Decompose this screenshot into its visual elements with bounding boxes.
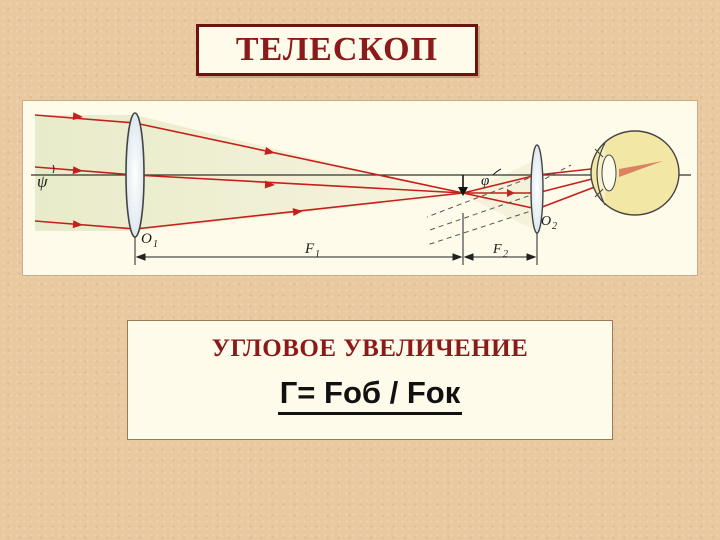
focal-objective-label: F <box>304 241 315 257</box>
objective-lens <box>125 112 145 238</box>
incoming-rays <box>34 114 136 230</box>
telescope-diagram: ψ φ O 1 O 2 F 1 F 2 <box>22 100 698 276</box>
beam-region <box>35 115 463 231</box>
eyepiece-label-sub: 2 <box>552 221 557 232</box>
angle-phi-arc <box>492 168 502 176</box>
eyepiece-label: O <box>541 214 551 229</box>
angle-psi-label: ψ <box>37 172 48 191</box>
beam-region-eyepiece <box>463 159 537 231</box>
formula-box: УГЛОВОЕ УВЕЛИЧЕНИЕ Г= Fоб / Fок <box>127 320 613 440</box>
focal-objective-label-sub: 1 <box>315 249 320 260</box>
angle-psi-arc <box>52 164 55 174</box>
virtual-image-rays <box>426 164 572 246</box>
objective-label: O <box>141 231 152 247</box>
intermediate-image-arrow <box>458 175 468 196</box>
diagram-svg: ψ φ O 1 O 2 F 1 F 2 <box>31 112 691 265</box>
focal-eyepiece-label: F <box>492 242 502 257</box>
formula-line: Г= Fоб / Fок <box>128 375 612 415</box>
title-box: ТЕЛЕСКОП <box>196 24 478 76</box>
focal-dimension-lines <box>134 213 538 265</box>
formula-heading: УГЛОВОЕ УВЕЛИЧЕНИЕ <box>211 335 529 362</box>
formula-expression: Г= Fоб / Fок <box>277 375 463 415</box>
focal-eyepiece-label-sub: 2 <box>503 249 508 260</box>
objective-label-sub: 1 <box>153 239 158 250</box>
angle-phi-label: φ <box>481 173 489 189</box>
eye-icon <box>590 130 680 216</box>
page-title: ТЕЛЕСКОП <box>235 31 439 68</box>
